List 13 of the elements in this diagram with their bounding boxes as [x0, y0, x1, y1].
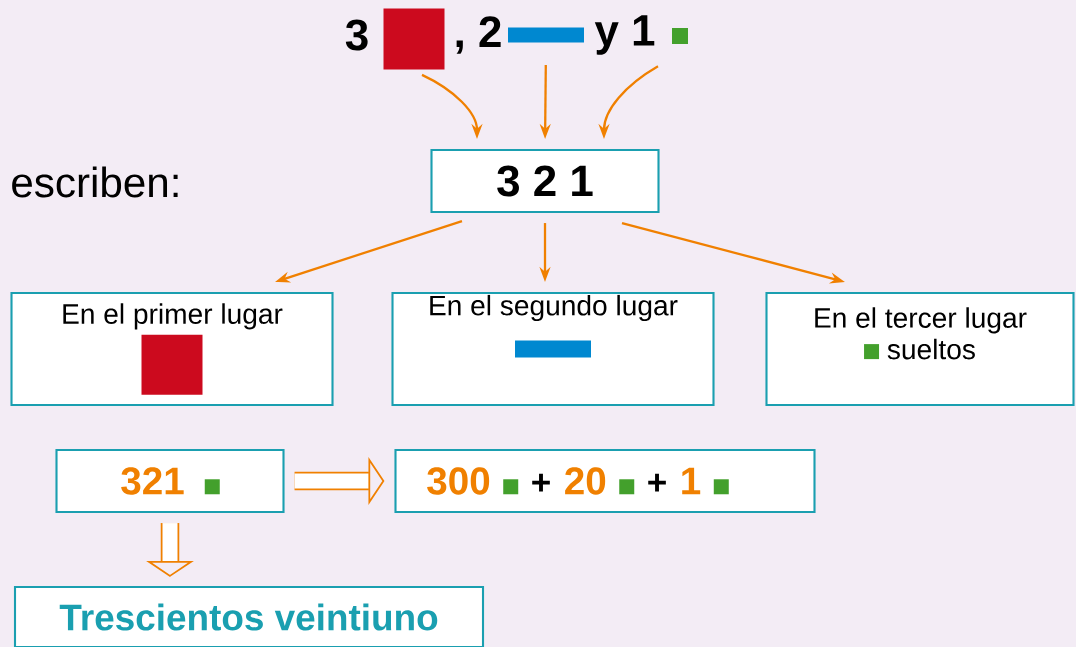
place-box: En el primer lugar	[10, 291, 334, 407]
square-icon	[383, 8, 445, 70]
number-box: 3 2 1	[430, 148, 660, 214]
label: , 2	[456, 16, 501, 54]
sum-box: 300 + 20 + 1	[394, 448, 816, 514]
place-box: En el segundo lugar	[391, 291, 715, 407]
label: 3	[345, 19, 368, 51]
caption-text: escriben:	[12, 166, 178, 198]
place-box: En el tercer lugar sueltos	[765, 291, 1075, 407]
number-box: 321	[55, 448, 285, 514]
label: y 1	[594, 15, 655, 55]
word-box: Trescientos veintiuno	[13, 585, 485, 647]
bar-icon	[508, 27, 584, 43]
